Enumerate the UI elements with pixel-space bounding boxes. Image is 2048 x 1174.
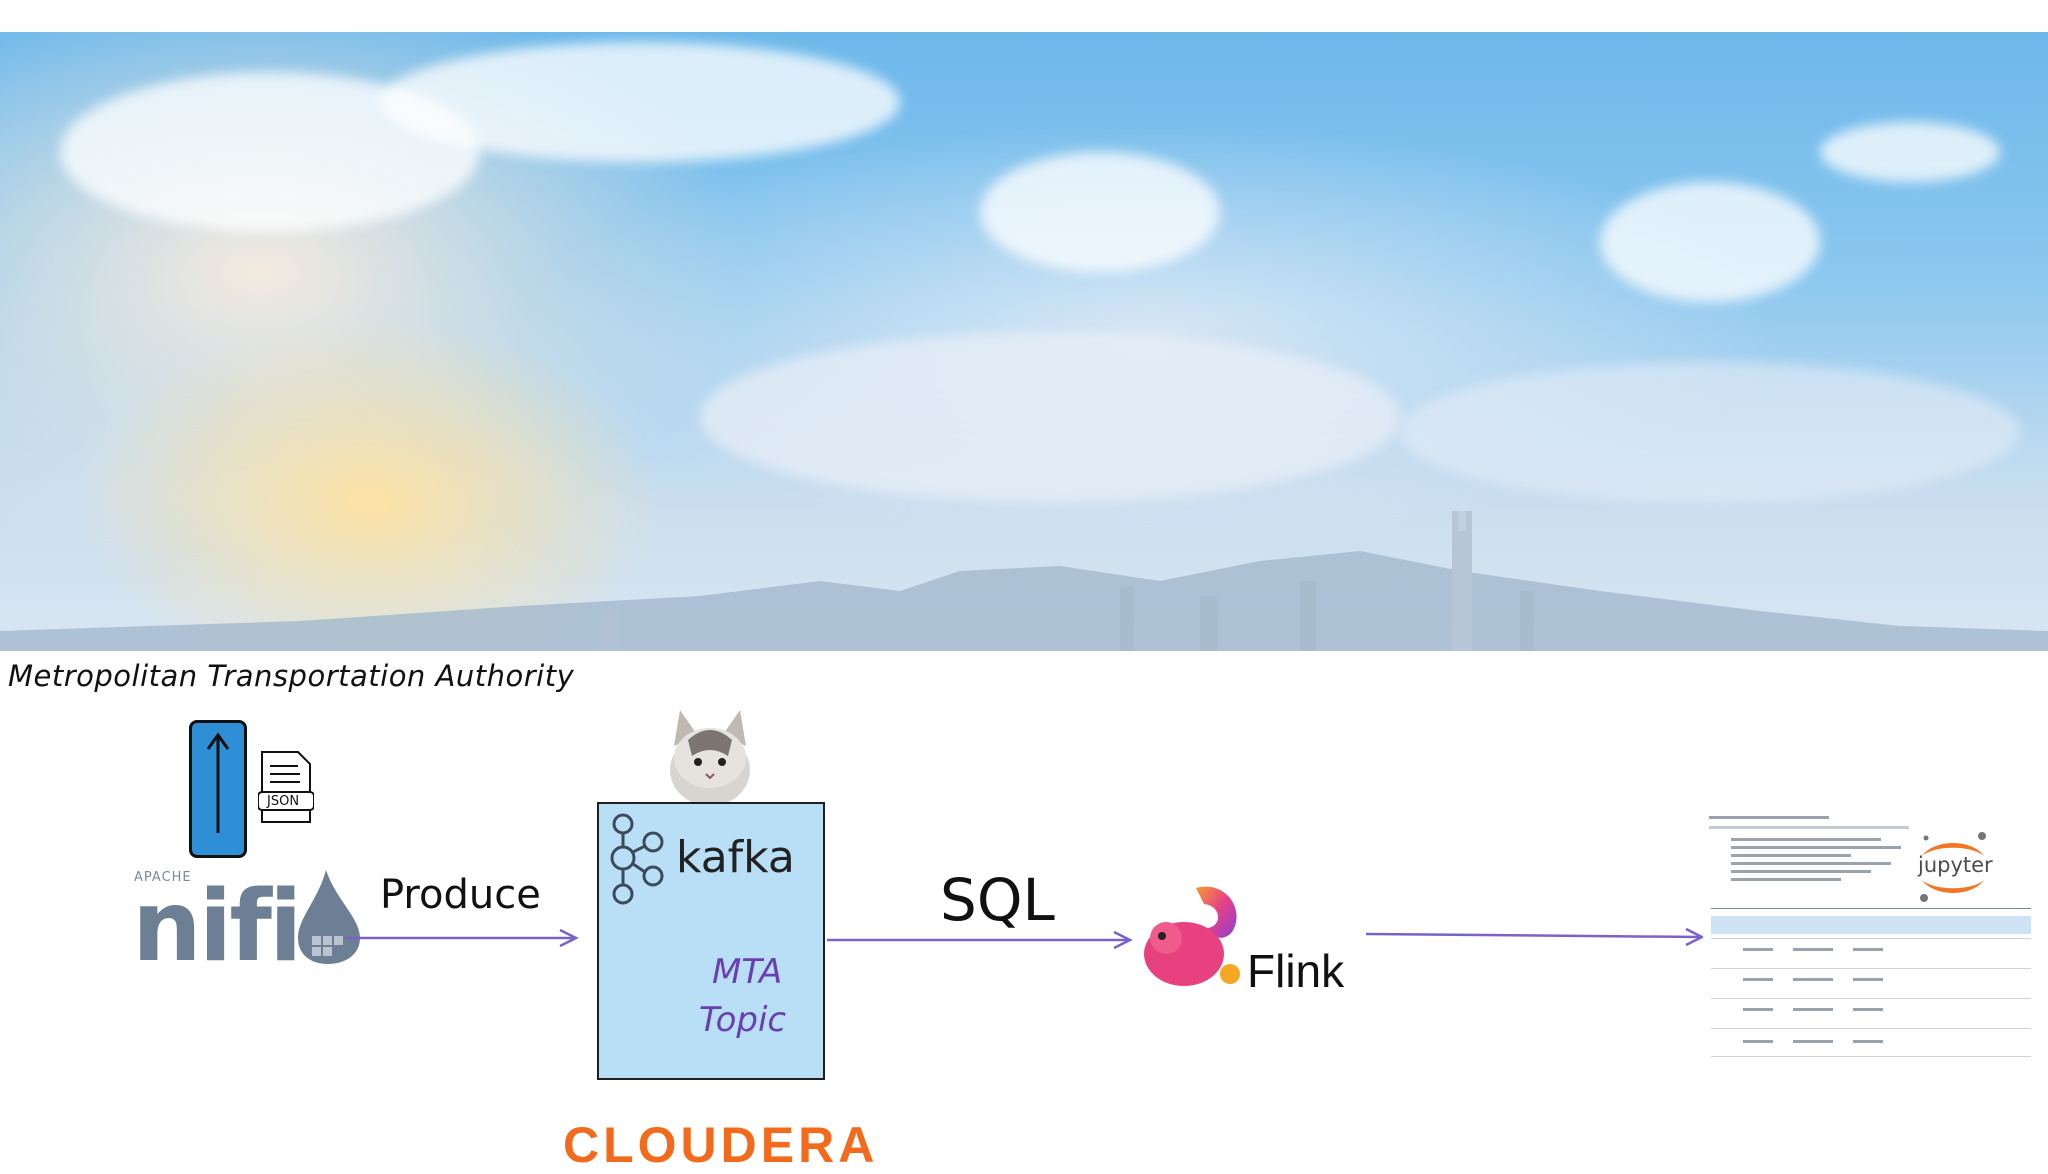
topic-name-line2: Topic <box>699 1000 787 1040</box>
arrow-head-flink <box>1113 930 1133 950</box>
arrow-head-kafka <box>559 928 579 948</box>
cloudera-logo: CLOUDERA <box>563 1117 879 1173</box>
banner-sky-image <box>0 32 2048 651</box>
diagram-title: Metropolitan Transportation Authority <box>8 659 575 693</box>
kafka-wordmark: kafka <box>676 832 795 883</box>
kafka-topic-box: kafka MTA Topic <box>597 802 825 1080</box>
jupyter-logo-icon <box>1917 831 1989 903</box>
produce-label: Produce <box>380 872 541 918</box>
sql-label: SQL <box>940 866 1055 934</box>
cat-image <box>670 710 750 804</box>
flink-wordmark: Flink <box>1247 945 1345 997</box>
kafka-icon <box>610 813 664 905</box>
nifi-wordmark: nifi <box>132 870 303 984</box>
flink-squirrel-icon <box>1144 886 1240 986</box>
json-label: JSON <box>267 794 300 809</box>
json-document-icon: JSON <box>257 750 315 824</box>
jupyter-wordmark: jupyter <box>1918 853 1993 877</box>
arrow-head-jupyter <box>1685 927 1705 947</box>
upload-icon <box>189 720 247 858</box>
jupyter-notebook-screenshot <box>1703 808 2043 1068</box>
city-skyline <box>0 511 2048 651</box>
nifi-apache-label: APACHE <box>134 870 192 885</box>
nifi-drop-icon <box>298 870 360 964</box>
topic-name-line1: MTA <box>712 952 783 992</box>
arrow-flink-to-jupyter <box>1365 932 1701 939</box>
